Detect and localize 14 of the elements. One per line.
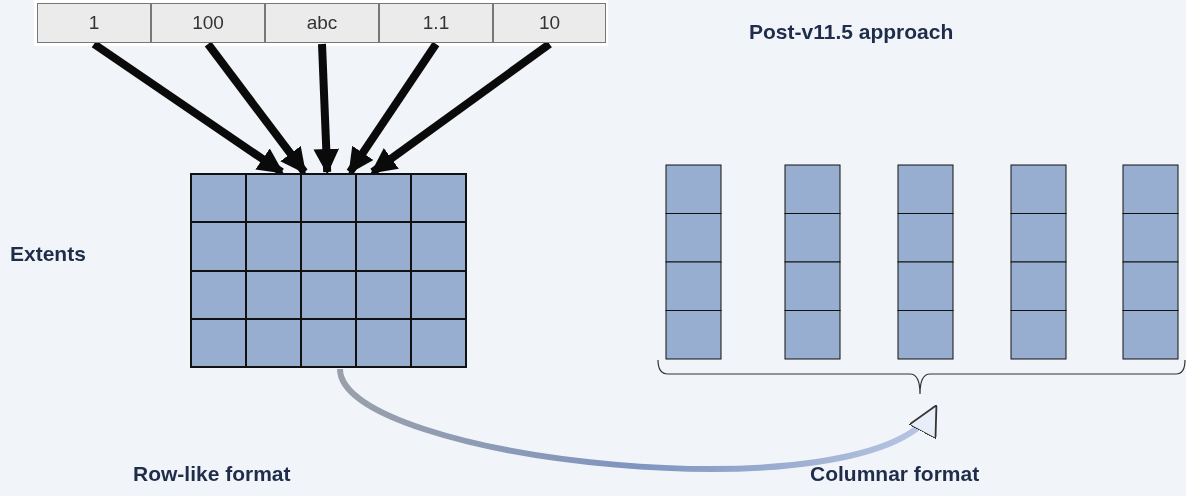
label-text: Row-like format xyxy=(133,462,291,486)
table-cell: 100 xyxy=(151,3,265,43)
table-cell: 10 xyxy=(493,3,606,43)
curved-arrow xyxy=(337,367,938,472)
label-text: Columnar format xyxy=(810,462,980,486)
table-cell: abc xyxy=(265,3,379,43)
table-cell: 1 xyxy=(37,3,151,43)
heading: Post-v11.5 approach xyxy=(749,20,954,44)
table-cell: 1.1 xyxy=(379,3,493,43)
arrow xyxy=(204,41,308,175)
extent-grid xyxy=(190,173,467,368)
label-text: Extents xyxy=(10,242,86,266)
arrow xyxy=(346,41,440,175)
arrow xyxy=(313,43,340,175)
